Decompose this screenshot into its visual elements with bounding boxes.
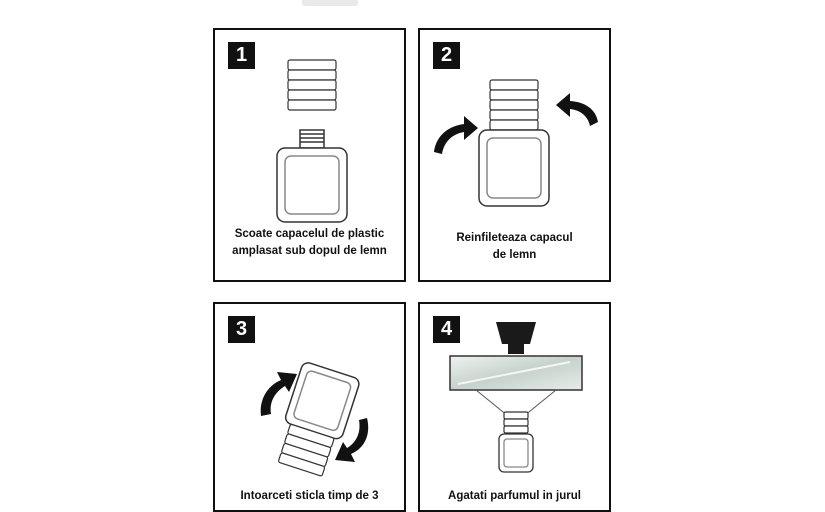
bottle-icon [498,433,534,473]
wooden-cap-icon [489,79,539,131]
step-1-panel: 1 Scoate capacelul de plastic amplasat s… [213,28,406,282]
step-caption-line-1: Scoate capacelul de plastic [234,228,385,240]
wooden-cap-icon [287,59,337,111]
wooden-cap-icon [278,423,335,477]
top-edge-mark [302,0,358,6]
step-caption-line-1: Agatati parfumul in jurul [448,490,581,502]
rearview-mirror-icon [449,355,583,391]
step-2-panel: 2 Reinfileteaza capacul de lemn [418,28,611,282]
bottle-icon [284,362,360,440]
step-caption-line-1: Intoarceti sticla timp de 3 [240,490,379,502]
step-number-badge: 3 [228,316,255,343]
rotate-down-arrow-icon [335,418,369,462]
screw-cap-illustration [434,79,598,207]
wooden-cap-icon [503,411,529,434]
step-number-badge: 2 [433,42,460,69]
rotate-left-arrow-icon [434,116,478,154]
mirror-mount-icon [496,322,536,354]
bottle-icon [478,129,550,207]
step-number-badge: 1 [228,42,255,69]
bottle-icon [276,129,348,223]
step-4-panel: 4 Agatati parf [418,302,611,512]
remove-plastic-cap-illustration [276,59,348,223]
step-caption-line-2: amplasat sub dopul de lemn [232,245,387,257]
step-caption-line-2: de lemn [492,249,537,261]
step-number-badge: 4 [433,316,460,343]
step-3-panel: 3 Intoarceti sticla timp de 3 [213,302,406,512]
step-caption-line-1: Reinfileteaza capacul [456,232,573,244]
rotate-up-arrow-icon [260,372,297,416]
invert-bottle-illustration [260,362,369,477]
hang-perfume-illustration [449,322,583,473]
rotate-right-arrow-icon [556,93,598,126]
hanging-strings-icon [475,389,557,417]
